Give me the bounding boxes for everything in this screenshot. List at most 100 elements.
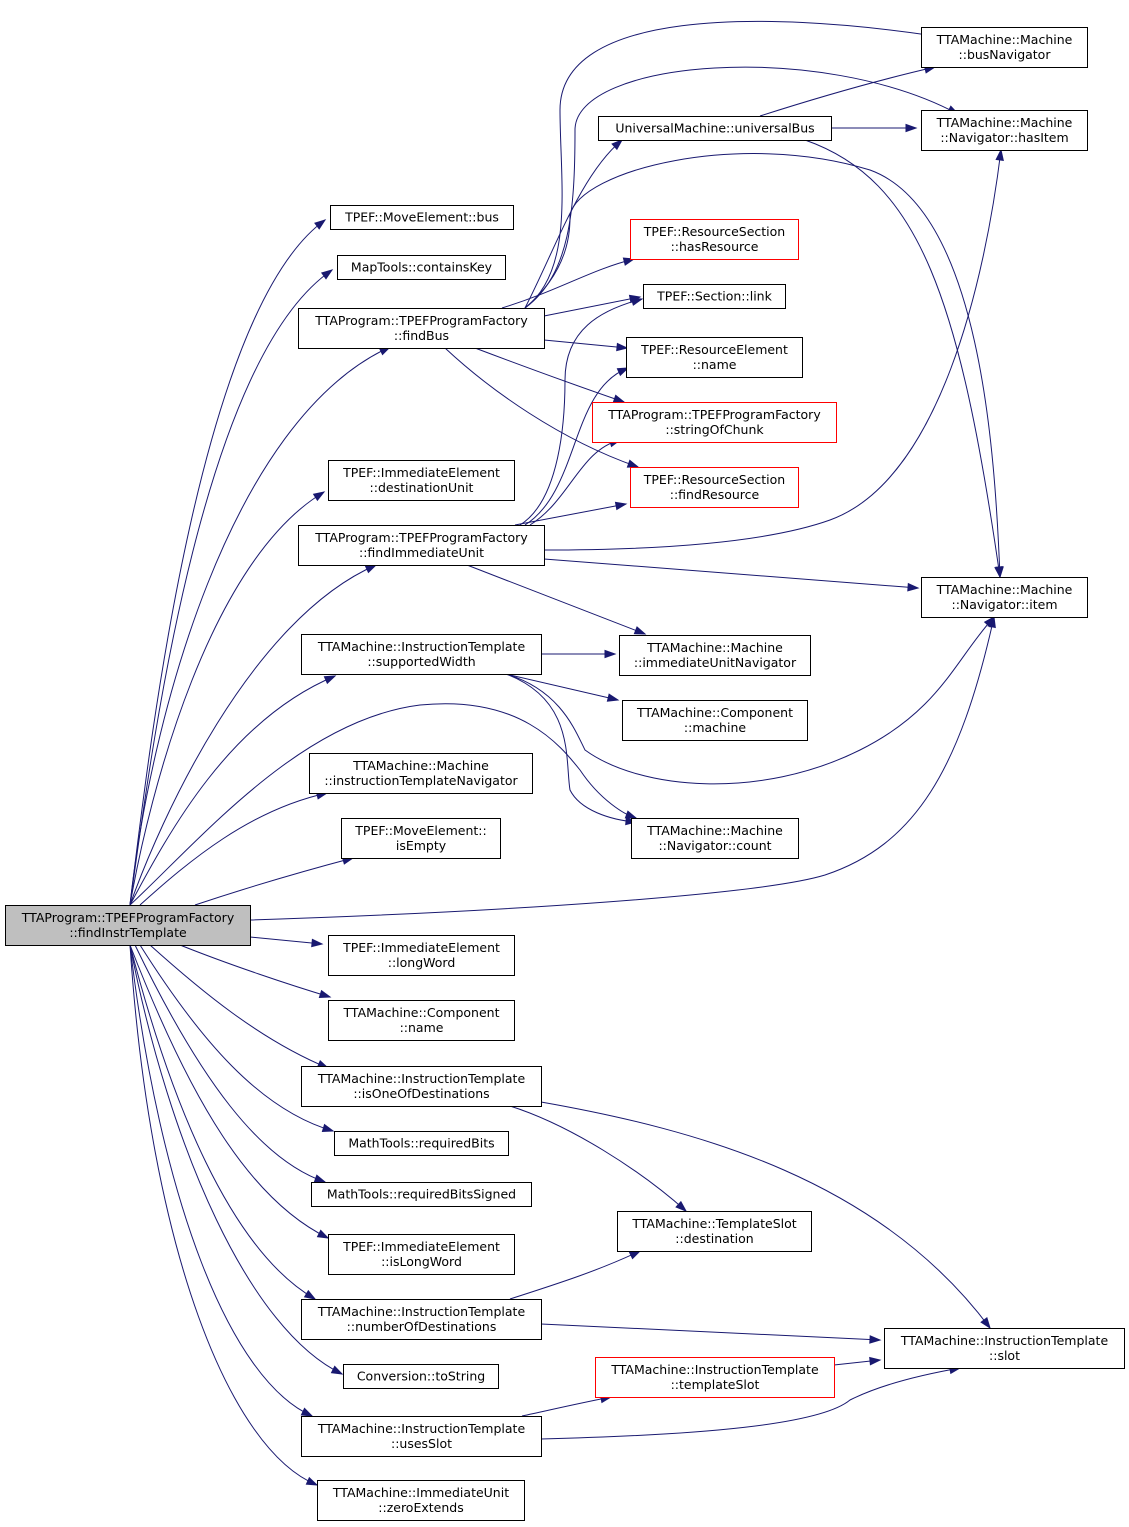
edge-root-to-findImmediateUnit [129, 564, 378, 906]
node-label: ::findInstrTemplate [69, 925, 187, 940]
edge-line [129, 944, 318, 1486]
node-label: ::busNavigator [959, 47, 1052, 62]
edge-line [501, 258, 635, 309]
node-containsKey[interactable]: MapTools::containsKey [337, 255, 506, 280]
node-componentName[interactable]: TTAMachine::Component::name [328, 1000, 515, 1041]
node-sectionLink[interactable]: TPEF::Section::link [643, 284, 786, 309]
node-root[interactable]: TTAProgram::TPEFProgramFactory::findInst… [5, 905, 251, 946]
node-label: TPEF::MoveElement:: [354, 823, 486, 838]
node-isLongWord[interactable]: TPEF::ImmediateElement::isLongWord [328, 1234, 515, 1275]
node-componentMachine[interactable]: TTAMachine::Component::machine [622, 700, 808, 741]
node-label: TPEF::ImmediateElement [342, 1239, 500, 1254]
arrowhead-icon [318, 989, 332, 999]
edge-universalBus-to-hasItem [831, 123, 918, 133]
edge-root-to-instructionTemplateNavigator [139, 791, 329, 906]
node-hasItem[interactable]: TTAMachine::Machine::Navigator::hasItem [921, 110, 1088, 151]
node-instructionTemplateNavigator[interactable]: TTAMachine::Machine::instructionTemplate… [309, 753, 533, 794]
edge-line [509, 1105, 687, 1212]
edge-supportedWidth-to-navigatorItem [505, 615, 995, 785]
edge-line [194, 857, 354, 906]
node-label: ::findResource [670, 487, 760, 502]
node-hasResource[interactable]: TPEF::ResourceSection::hasResource [630, 219, 799, 260]
edge-line [529, 439, 621, 526]
node-findResource[interactable]: TPEF::ResourceSection::findResource [630, 467, 799, 508]
node-label: ::findBus [394, 328, 449, 343]
node-numberOfDestinations[interactable]: TTAMachine::InstructionTemplate::numberO… [301, 1299, 542, 1340]
edge-supportedWidth-to-navigatorCount [505, 673, 638, 826]
edge-line [129, 346, 391, 906]
edge-findBus-to-findResource [444, 347, 640, 468]
node-moveElementBus[interactable]: TPEF::MoveElement::bus [330, 205, 514, 230]
node-label: ::zeroExtends [378, 1500, 463, 1515]
arrowhead-icon [611, 139, 624, 151]
edge-line [129, 564, 377, 906]
node-destinationUnit[interactable]: TPEF::ImmediateElement::destinationUnit [328, 460, 515, 501]
node-label: TPEF::ResourceElement [640, 342, 788, 357]
node-supportedWidth[interactable]: TTAMachine::InstructionTemplate::support… [301, 634, 542, 675]
node-templateSlotDestination[interactable]: TTAMachine::TemplateSlot::destination [617, 1211, 812, 1252]
node-isOneOfDestinations[interactable]: TTAMachine::InstructionTemplate::isOneOf… [301, 1066, 542, 1107]
edge-line [759, 66, 936, 117]
edge-line [134, 944, 326, 1183]
node-label: ::immediateUnitNavigator [634, 655, 797, 670]
node-label: TTAMachine::ImmediateUnit [332, 1485, 509, 1500]
edge-findBus-to-resourceElementName [543, 339, 629, 352]
node-stringOfChunk[interactable]: TTAProgram::TPEFProgramFactory::stringOf… [592, 402, 837, 443]
arrowhead-icon [321, 1123, 335, 1133]
node-immediateUnitNavigator[interactable]: TTAMachine::Machine::immediateUnitNaviga… [619, 635, 811, 676]
node-findImmediateUnit[interactable]: TTAProgram::TPEFProgramFactory::findImme… [298, 525, 545, 566]
node-box [884, 1328, 1125, 1369]
edge-root-to-requiredBits [139, 944, 335, 1133]
edge-findBus-to-busNavigator [524, 20, 937, 309]
node-resourceElementName[interactable]: TPEF::ResourceElement::name [626, 337, 803, 378]
node-usesSlot[interactable]: TTAMachine::InstructionTemplate::usesSlo… [301, 1416, 542, 1457]
node-box [330, 205, 514, 230]
node-zeroExtends[interactable]: TTAMachine::ImmediateUnit::zeroExtends [317, 1480, 525, 1521]
arrowhead-icon [320, 269, 334, 280]
node-label: TTAMachine::InstructionTemplate [317, 1304, 526, 1319]
edge-line [543, 296, 641, 317]
arrowhead-icon [869, 1356, 882, 1366]
node-longWord[interactable]: TPEF::ImmediateElement::longWord [328, 935, 515, 976]
node-label: TTAProgram::TPEFProgramFactory [314, 313, 528, 328]
node-findBus[interactable]: TTAProgram::TPEFProgramFactory::findBus [298, 308, 545, 349]
arrowhead-icon [616, 367, 630, 377]
arrowhead-icon [624, 810, 638, 819]
node-label: ::Navigator::item [951, 597, 1057, 612]
edge-root-to-toString [129, 944, 344, 1375]
node-navigatorCount[interactable]: TTAMachine::Machine::Navigator::count [631, 818, 799, 859]
node-navigatorItem[interactable]: TTAMachine::Machine::Navigator::item [921, 577, 1088, 618]
node-templateSlot[interactable]: TTAMachine::InstructionTemplate::templat… [595, 1357, 835, 1398]
edge-root-to-navigatorCount [129, 703, 638, 906]
node-requiredBitsSigned[interactable]: MathTools::requiredBitsSigned [311, 1182, 532, 1207]
node-box [301, 1066, 542, 1107]
edge-line [474, 347, 625, 403]
nodes-layer: TTAProgram::TPEFProgramFactory::findInst… [5, 27, 1125, 1521]
node-box [630, 219, 799, 260]
node-label: ::templateSlot [671, 1377, 760, 1392]
node-busNavigator[interactable]: TTAMachine::Machine::busNavigator [921, 27, 1088, 68]
node-label: ::destinationUnit [370, 480, 474, 495]
edge-root-to-longWord [249, 936, 324, 948]
node-requiredBits[interactable]: MathTools::requiredBits [334, 1131, 509, 1156]
node-label: ::machine [684, 720, 746, 735]
node-toString[interactable]: Conversion::toString [343, 1364, 499, 1389]
edge-line [505, 673, 619, 701]
edge-findBus-to-stringOfChunk [474, 347, 626, 403]
node-box [301, 1416, 542, 1457]
edge-supportedWidth-to-componentMachine [505, 673, 620, 702]
node-universalBus[interactable]: UniversalMachine::universalBus [598, 116, 832, 141]
edge-line [129, 491, 325, 906]
arrowhead-icon [633, 626, 647, 635]
node-label: ::usesSlot [391, 1436, 452, 1451]
edge-line [444, 347, 639, 468]
edge-root-to-containsKey [129, 269, 334, 906]
arrowhead-icon [604, 649, 617, 659]
node-slot[interactable]: TTAMachine::InstructionTemplate::slot [884, 1328, 1125, 1369]
node-label: ::instructionTemplateNavigator [324, 773, 518, 788]
node-label: ::name [400, 1020, 444, 1035]
node-label: TTAMachine::Machine [936, 582, 1073, 597]
node-isEmpty[interactable]: TPEF::MoveElement::isEmpty [341, 818, 501, 859]
arrowhead-icon [312, 491, 326, 502]
edge-line [129, 944, 313, 1417]
